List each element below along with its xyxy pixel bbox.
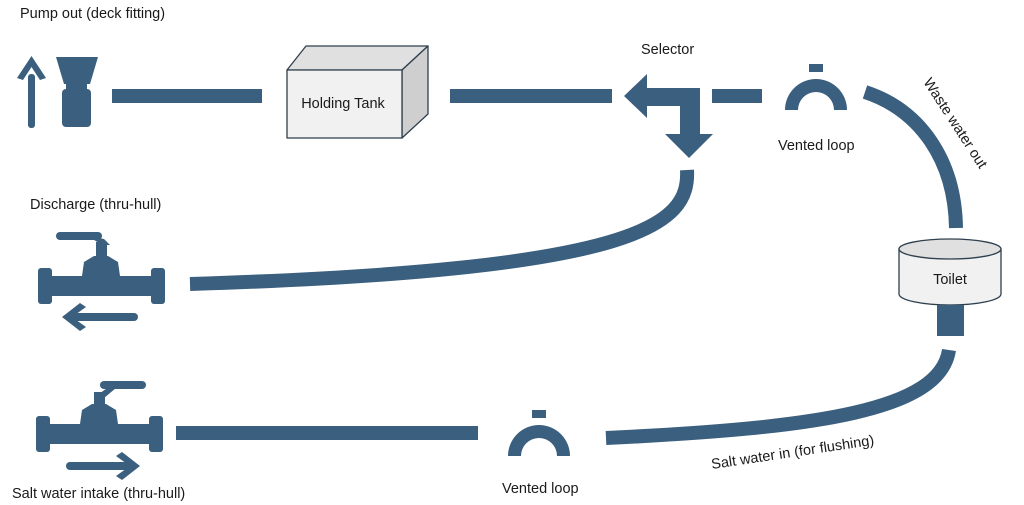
- arrow-right-icon: [66, 452, 140, 480]
- toilet-label: Toilet: [933, 272, 967, 288]
- discharge-label: Discharge (thru-hull): [30, 197, 161, 213]
- vented-loop-top-label: Vented loop: [778, 138, 855, 154]
- toilet: Toilet: [898, 238, 1002, 336]
- pump-out-label: Pump out (deck fitting): [20, 6, 165, 22]
- arrow-up-icon: [17, 56, 46, 128]
- pipe-waste-water-out: [862, 85, 963, 229]
- seacock-valve-icon: [36, 381, 163, 452]
- salt-water-in-label: Salt water in (for flushing): [710, 433, 875, 473]
- holding-tank-label: Holding Tank: [301, 96, 385, 112]
- three-way-valve-icon: [624, 74, 713, 158]
- waste-water-out-label: Waste water out: [920, 75, 990, 171]
- vented-loop-icon: [508, 410, 570, 456]
- seacock-valve-icon: [38, 232, 165, 304]
- selector-label: Selector: [641, 42, 694, 58]
- vented-loop-bottom-label: Vented loop: [502, 481, 579, 497]
- vented-loop-top: Vented loop: [778, 64, 855, 154]
- tank-box-icon: [286, 69, 403, 139]
- vented-loop-bottom: Vented loop: [502, 410, 579, 497]
- deck-fitting-icon: [56, 57, 98, 127]
- selector: Selector: [624, 42, 713, 158]
- salt-water-intake: Salt water intake (thru-hull): [12, 381, 185, 502]
- toilet-bowl-icon: [898, 238, 1002, 336]
- salt-water-intake-label: Salt water intake (thru-hull): [12, 486, 185, 502]
- pipe-selector-to-discharge: [189, 169, 695, 291]
- pump-out: Pump out (deck fitting): [17, 6, 165, 128]
- arrow-left-icon: [62, 303, 138, 331]
- vented-loop-icon: [785, 64, 847, 110]
- holding-tank: [286, 45, 429, 139]
- pipe-salt-water-in: [605, 348, 956, 445]
- pipes: [112, 85, 963, 445]
- discharge: Discharge (thru-hull): [30, 197, 165, 331]
